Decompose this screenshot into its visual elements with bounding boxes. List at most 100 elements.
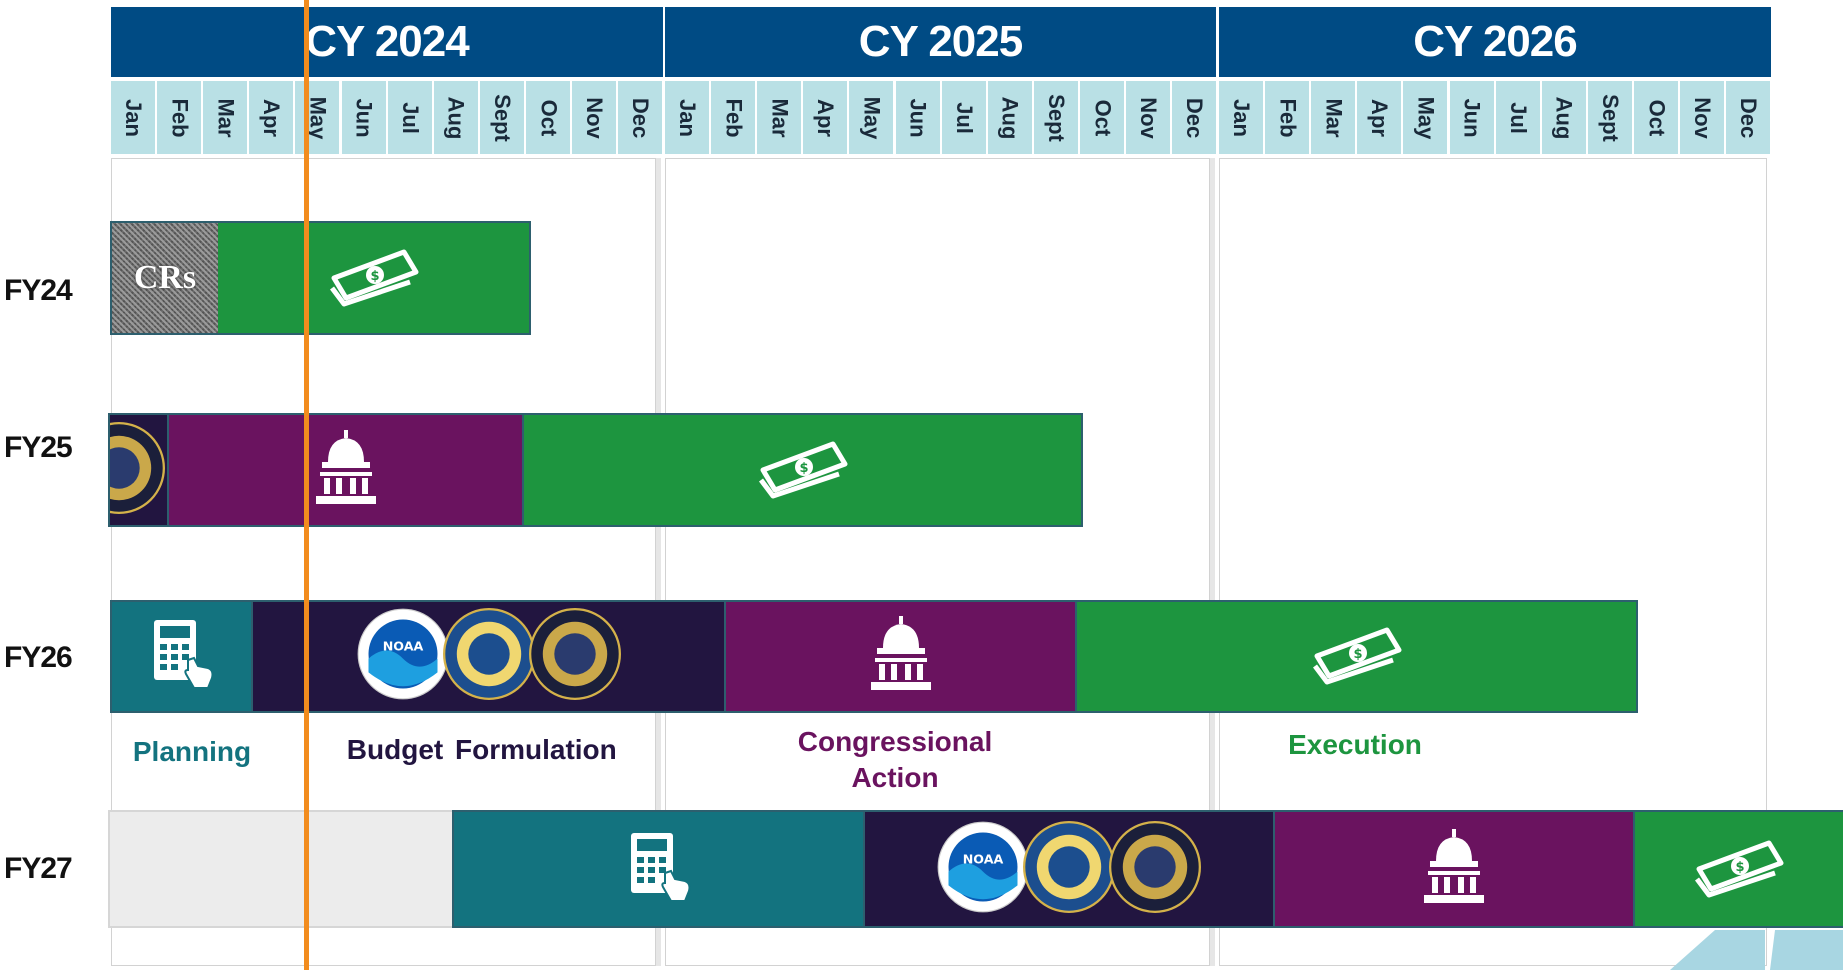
month-label: Sept: [489, 93, 515, 142]
agency-seals-icon: NOAA: [357, 608, 621, 705]
fy27-formulation-bar: NOAA: [863, 810, 1275, 928]
month-label: Oct: [1643, 99, 1669, 136]
fy24-continuing-resolution-bar: CRs: [110, 221, 220, 335]
money-icon: $: [1309, 622, 1405, 691]
month-cell: Feb: [711, 81, 756, 154]
fy27-congressional-bar: [1273, 810, 1635, 928]
panel-divider: [1210, 158, 1215, 966]
congressional-label: Congressional Action: [780, 724, 1010, 796]
month-label: Oct: [1089, 99, 1115, 136]
svg-text:$: $: [799, 461, 808, 476]
svg-text:NOAA: NOAA: [382, 639, 423, 654]
capitol-icon: [861, 614, 941, 699]
president-seal-icon: [528, 608, 621, 705]
fy-label: FY27: [4, 852, 73, 885]
money-icon: $: [755, 436, 851, 505]
month-label: Jul: [1505, 101, 1531, 134]
fy25-formulation-bar: [108, 413, 169, 527]
month-cell: Sept: [1587, 81, 1632, 154]
month-label: Feb: [721, 97, 747, 138]
month-cell: Jul: [941, 81, 986, 154]
money-icon: $: [326, 244, 422, 313]
fy25-execution-bar: $: [522, 413, 1083, 527]
fy-label: FY24: [4, 274, 73, 307]
month-label: Jan: [674, 98, 700, 137]
month-cell: Aug: [1541, 81, 1586, 154]
calculator-icon: [619, 827, 699, 912]
president-seal-icon: [110, 421, 165, 519]
year-header-2025: CY 2025: [665, 7, 1216, 77]
month-label: Jan: [1228, 98, 1254, 137]
formulation-label: Formulation: [455, 734, 617, 765]
month-cell: Mar: [203, 81, 248, 154]
month-label: Sept: [1043, 93, 1069, 142]
month-cell: Apr: [1357, 81, 1402, 154]
month-cell: Oct: [525, 81, 570, 154]
fy26-formulation-bar: NOAA: [251, 600, 726, 713]
month-label: May: [859, 96, 885, 139]
month-cell: Nov: [1126, 81, 1170, 154]
planning-label: Planning: [132, 736, 252, 767]
month-label: Aug: [1551, 96, 1577, 139]
month-cell: Sept: [1033, 81, 1078, 154]
svg-text:$: $: [1353, 647, 1362, 662]
month-cell: Sept: [479, 81, 524, 154]
month-cell: Oct: [1079, 81, 1124, 154]
month-cell: Mar: [1311, 81, 1356, 154]
month-cell: Jul: [387, 81, 432, 154]
month-cell: Feb: [157, 81, 202, 154]
month-cell: Nov: [572, 81, 616, 154]
month-cell: Feb: [1265, 81, 1310, 154]
month-cell: Jun: [1449, 81, 1494, 154]
month-label: Mar: [1321, 97, 1347, 138]
month-cell: Jan: [665, 81, 709, 154]
month-label: Jul: [397, 101, 423, 134]
fy26-execution-bar: $: [1075, 600, 1638, 713]
month-cell: Apr: [249, 81, 294, 154]
noaa-seal-icon: NOAA: [937, 821, 1029, 918]
month-label: May: [1413, 96, 1439, 139]
month-cell: Jan: [111, 81, 155, 154]
month-cell: Jun: [895, 81, 940, 154]
fy-label: FY26: [4, 641, 73, 674]
fy26-congressional-bar: [724, 600, 1077, 713]
month-cell: Dec: [1726, 81, 1771, 154]
month-label: Apr: [813, 98, 839, 137]
month-label: Nov: [582, 96, 607, 139]
month-label: Apr: [259, 98, 285, 137]
fy27-execution-bar: $: [1633, 810, 1843, 928]
month-label: Jul: [951, 101, 977, 134]
fy-label: FY25: [4, 431, 73, 464]
year-header-2024: CY 2024: [111, 7, 663, 77]
month-label: Mar: [213, 97, 239, 138]
month-label: Feb: [1275, 97, 1301, 138]
month-label: Apr: [1367, 98, 1393, 137]
month-cell: Nov: [1680, 81, 1724, 154]
agency-seals-icon: NOAA: [937, 820, 1201, 918]
month-cell: Apr: [803, 81, 848, 154]
capitol-icon: [306, 428, 386, 513]
month-cell: Jul: [1495, 81, 1540, 154]
month-label: Dec: [1736, 97, 1762, 138]
capitol-icon: [1414, 827, 1494, 912]
month-cell: Jan: [1219, 81, 1263, 154]
month-cell: Dec: [1172, 81, 1217, 154]
month-cell: Aug: [987, 81, 1032, 154]
month-cell: Jun: [341, 81, 386, 154]
month-label: Dec: [1182, 97, 1208, 138]
fy27-planning-bar: [452, 810, 865, 928]
month-label: Jun: [351, 97, 377, 138]
svg-text:NOAA: NOAA: [963, 851, 1004, 866]
month-label: Jun: [1459, 97, 1485, 138]
month-label: Dec: [628, 97, 654, 138]
svg-text:$: $: [370, 269, 379, 284]
month-label: Nov: [1690, 96, 1715, 139]
fy26-planning-bar: [110, 600, 253, 713]
month-label: Oct: [535, 99, 561, 136]
month-label: Sept: [1597, 93, 1623, 142]
month-label: Aug: [443, 96, 469, 139]
month-label: Mar: [767, 97, 793, 138]
budget-label: Budget: [346, 734, 444, 765]
congressional-label-line1: Congressional: [797, 726, 993, 757]
calculator-icon: [142, 614, 222, 699]
